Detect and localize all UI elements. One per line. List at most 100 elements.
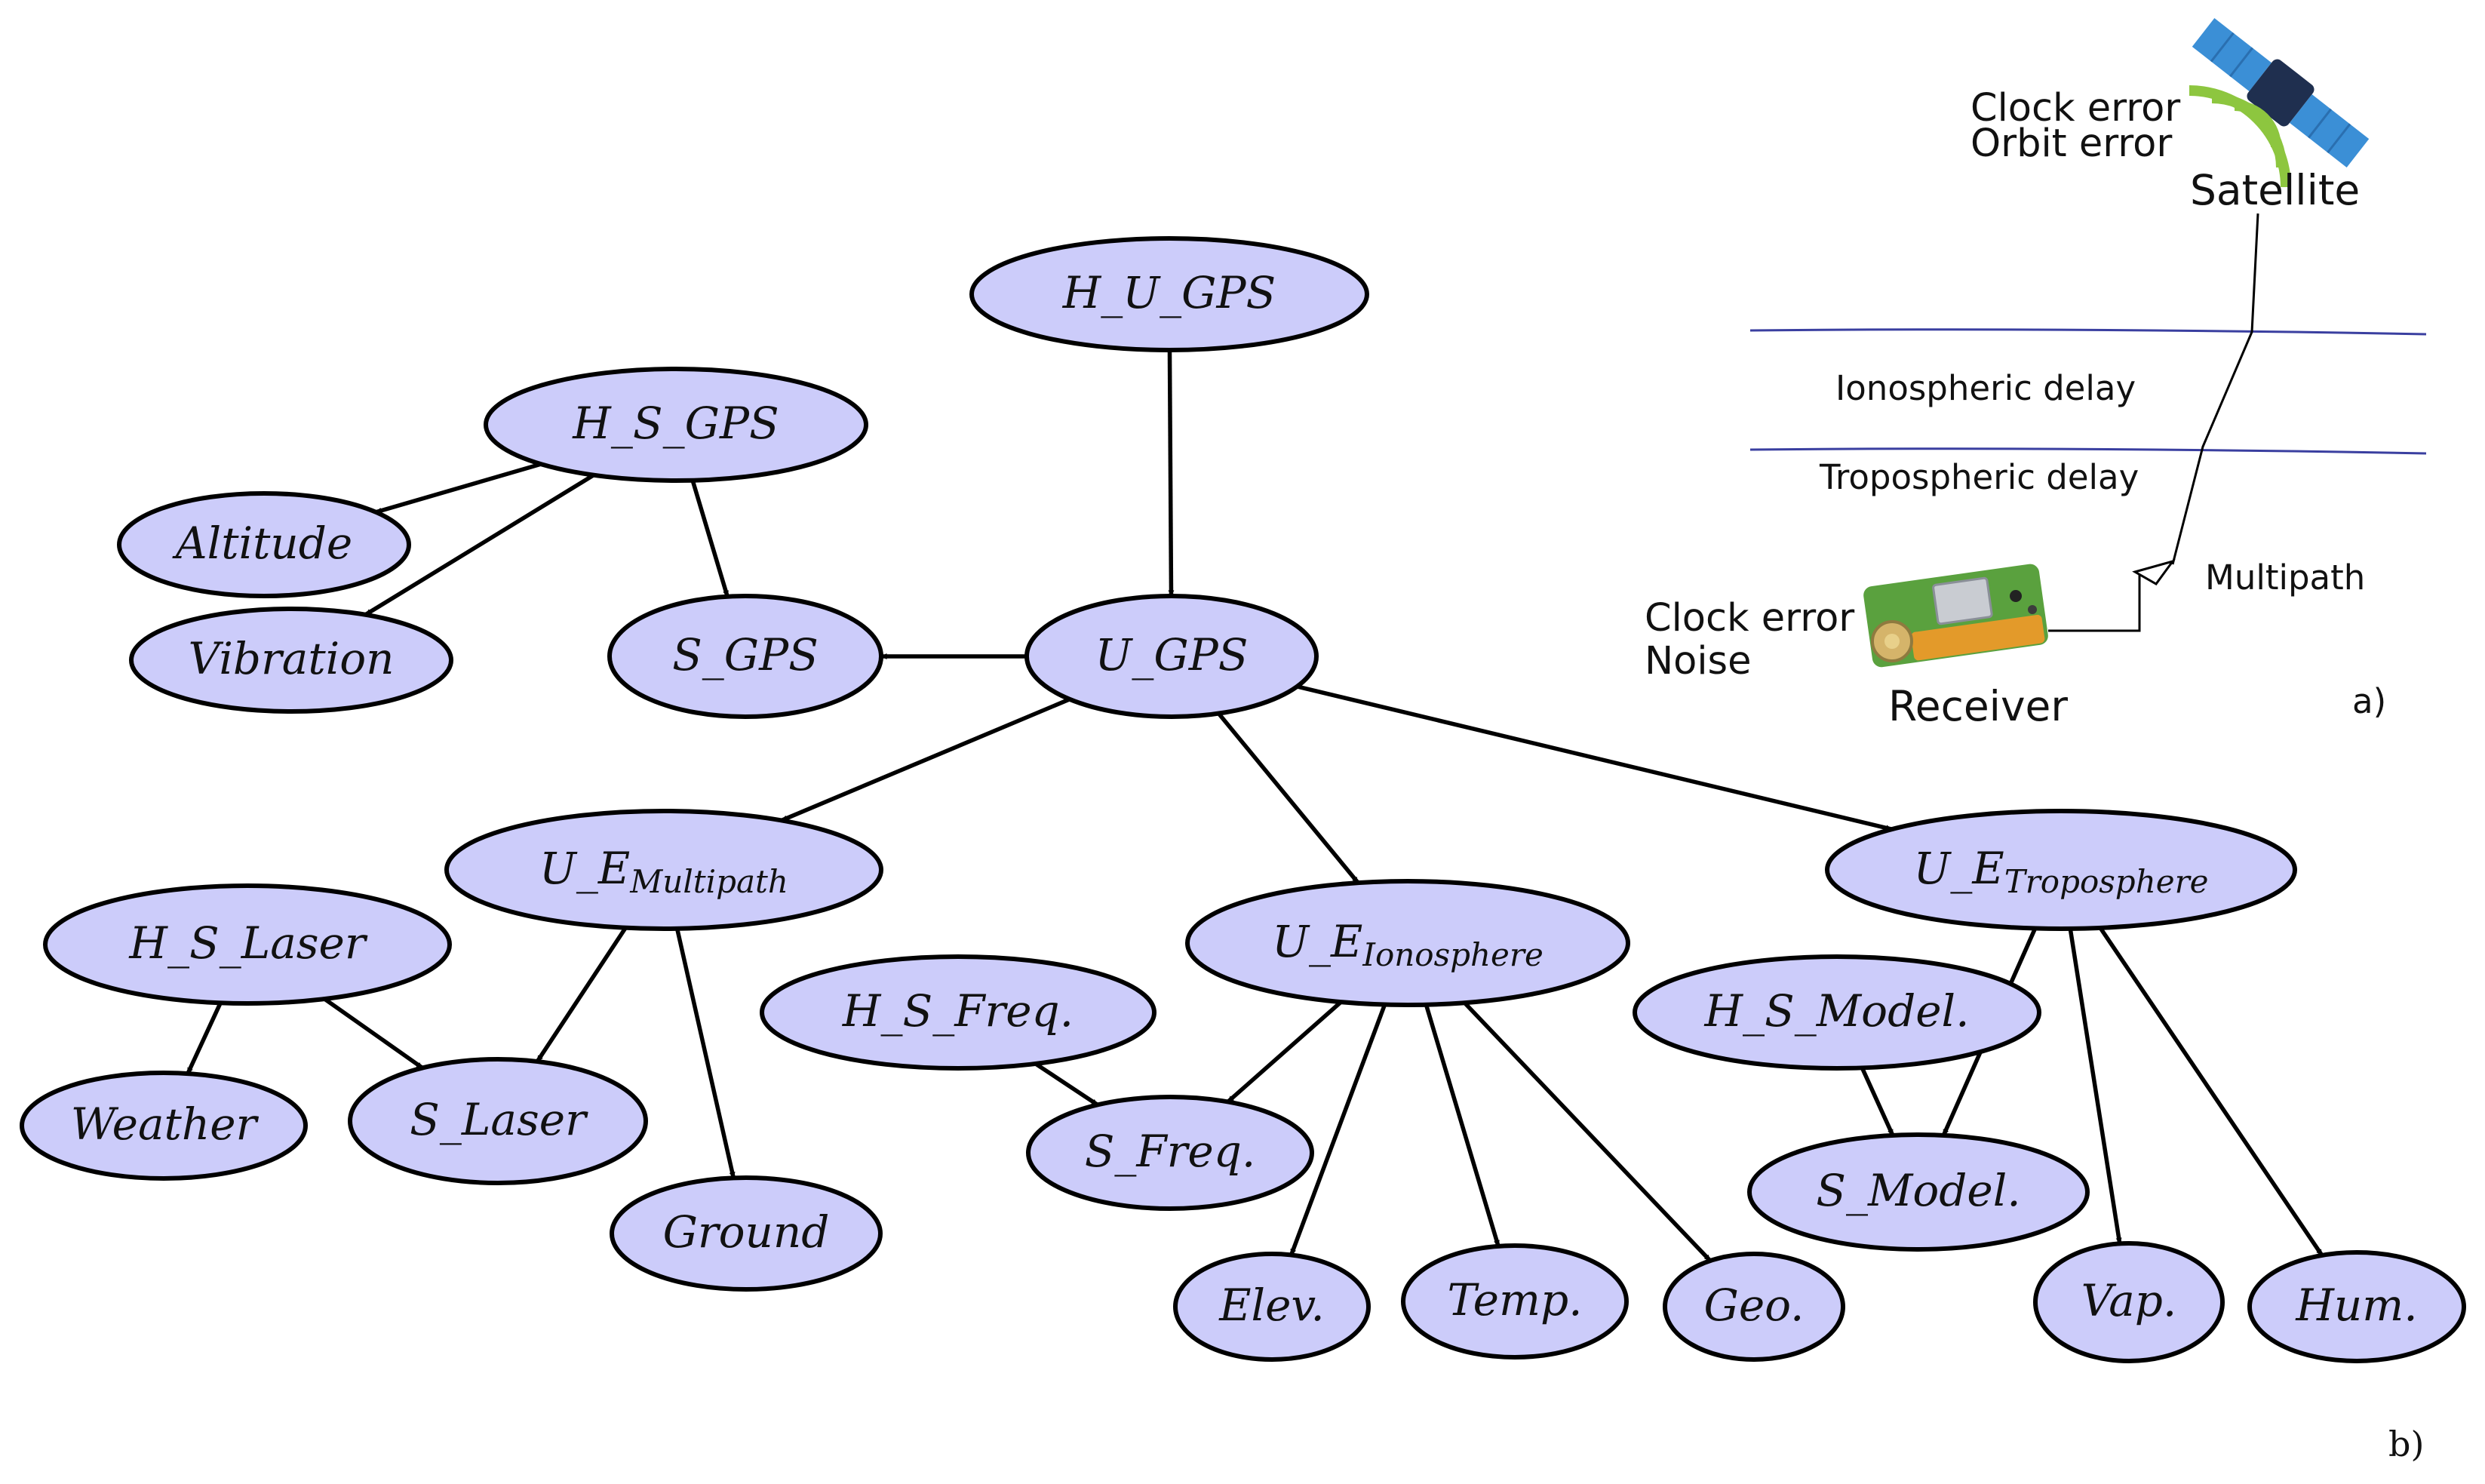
multipath-label: Multipath (2205, 558, 2365, 598)
node-label: U_EIonosphere (1272, 916, 1544, 973)
node-s-gps: S_GPS (607, 594, 883, 719)
tropospheric-delay-label: Tropospheric delay (1819, 457, 2139, 497)
edge-u-gps-to-u-e-troposphere (1296, 684, 1893, 831)
node-ellipse (129, 607, 453, 714)
node-ellipse (1401, 1243, 1629, 1360)
multipath-arrow-head (2132, 559, 2176, 585)
ionosphere-top-line (1749, 328, 2427, 336)
receiver-error-clock: Clock error (1645, 596, 1854, 641)
node-h-u-gps: H_U_GPS (969, 236, 1369, 352)
node-label: Weather (71, 1098, 260, 1150)
gnss-schematic: Clock error Orbit error Satellite Ionosp… (1645, 18, 2427, 730)
node-ellipse (607, 594, 883, 719)
node-ellipse (444, 809, 883, 931)
edge-h-s-laser-to-s-laser (323, 997, 424, 1070)
node-ellipse (969, 236, 1369, 352)
node-s-model: S_Model. (1747, 1132, 2090, 1252)
node-h-s-model: H_S_Model. (1633, 954, 2041, 1071)
edge-u-e-ionosphere-to-s-freq (1226, 1000, 1343, 1104)
edge-h-s-gps-to-altitude (375, 462, 542, 515)
edge-u-e-ionosphere-to-elev (1289, 1003, 1387, 1256)
satellite-label: Satellite (2190, 166, 2360, 214)
node-ellipse (43, 883, 452, 1006)
edge-u-e-ionosphere-to-geo (1463, 1001, 1712, 1262)
node-ellipse (20, 1071, 308, 1181)
edge-u-e-troposphere-to-hum (2098, 926, 2324, 1257)
node-ellipse (1185, 879, 1630, 1007)
ionospheric-delay-label: Ionospheric delay (1835, 368, 2136, 408)
node-h-s-freq: H_S_Freq. (760, 954, 1156, 1071)
edge-u-e-ionosphere-to-temp (1424, 1003, 1501, 1247)
node-ellipse (2247, 1250, 2466, 1363)
satellite-error-clock: Clock error (1970, 86, 2180, 131)
node-ellipse (1663, 1252, 1845, 1362)
node-label: H_S_GPS (572, 398, 779, 449)
node-altitude: Altitude (117, 491, 411, 598)
edge-h-s-model-to-s-model (1860, 1067, 1895, 1137)
node-s-laser: S_Laser (348, 1057, 648, 1185)
node-u-e-ionosphere: U_EIonosphere (1185, 879, 1630, 1007)
edge-h-s-laser-to-weather (186, 1002, 223, 1075)
node-label: H_S_Laser (128, 917, 367, 969)
node-label: U_GPS (1095, 629, 1249, 681)
node-label: S_Model. (1816, 1165, 2020, 1216)
receiver-icon (1863, 564, 2048, 668)
node-label: Temp. (1447, 1274, 1582, 1326)
node-label: Elev. (1218, 1280, 1325, 1331)
node-label: H_U_GPS (1062, 267, 1276, 318)
node-geo: Geo. (1663, 1252, 1845, 1362)
node-label: Vap. (2081, 1275, 2177, 1326)
node-ellipse (1747, 1132, 2090, 1252)
node-h-s-laser: H_S_Laser (43, 883, 452, 1006)
node-temp: Temp. (1401, 1243, 1629, 1360)
signal-waves-icon (2189, 85, 2291, 188)
panel-label-b: b) (2388, 1424, 2424, 1464)
node-ellipse (610, 1175, 883, 1292)
edge-u-e-troposphere-to-vap (2068, 928, 2122, 1244)
node-weather: Weather (20, 1071, 308, 1181)
edge-u-gps-to-u-e-ionosphere (1217, 711, 1360, 884)
edge-u-e-multipath-to-s-laser (535, 926, 628, 1063)
node-elev: Elev. (1173, 1252, 1371, 1362)
node-u-e-troposphere: U_ETroposphere (1825, 809, 2297, 931)
receiver-label: Receiver (1888, 682, 2068, 730)
panel-label-a: a) (2352, 681, 2386, 721)
node-ellipse (348, 1057, 648, 1185)
node-ellipse (2033, 1241, 2225, 1363)
ionosphere-bottom-line (1749, 447, 2427, 455)
node-label: H_S_Freq. (842, 985, 1074, 1037)
node-ellipse (1024, 594, 1319, 719)
node-u-e-multipath: U_EMultipath (444, 809, 883, 931)
edge-h-s-gps-to-s-gps (690, 479, 730, 598)
node-ellipse (1825, 809, 2297, 931)
satellite-icon (2192, 18, 2370, 167)
node-ellipse (760, 954, 1156, 1071)
node-ground: Ground (610, 1175, 883, 1292)
edge-h-s-gps-to-vibration (364, 473, 595, 617)
node-ellipse (484, 367, 868, 483)
node-s-freq: S_Freq. (1026, 1095, 1314, 1211)
node-label: U_EMultipath (539, 843, 788, 900)
node-h-s-gps: H_S_GPS (484, 367, 868, 483)
node-label: U_ETroposphere (1913, 843, 2208, 900)
node-label: H_S_Model. (1703, 985, 1969, 1037)
node-label: Vibration (189, 633, 395, 684)
signal-path (2171, 213, 2259, 565)
edge-h-s-freq-to-s-freq (1034, 1062, 1099, 1107)
edge-u-gps-to-u-e-multipath (780, 697, 1070, 822)
node-vap: Vap. (2033, 1241, 2225, 1363)
node-ellipse (1026, 1095, 1314, 1211)
bayes-net-edges (186, 349, 2324, 1262)
node-label: Ground (663, 1206, 830, 1258)
node-hum: Hum. (2247, 1250, 2466, 1363)
node-label: Altitude (172, 518, 352, 569)
node-label: Hum. (2295, 1280, 2417, 1331)
multipath-path (2048, 575, 2141, 632)
node-ellipse (1633, 954, 2041, 1071)
node-ellipse (117, 491, 411, 598)
node-ellipse (1173, 1252, 1371, 1362)
node-label: S_Freq. (1085, 1126, 1256, 1177)
node-label: S_Laser (410, 1094, 588, 1145)
edge-h-u-gps-to-u-gps (1167, 349, 1175, 597)
